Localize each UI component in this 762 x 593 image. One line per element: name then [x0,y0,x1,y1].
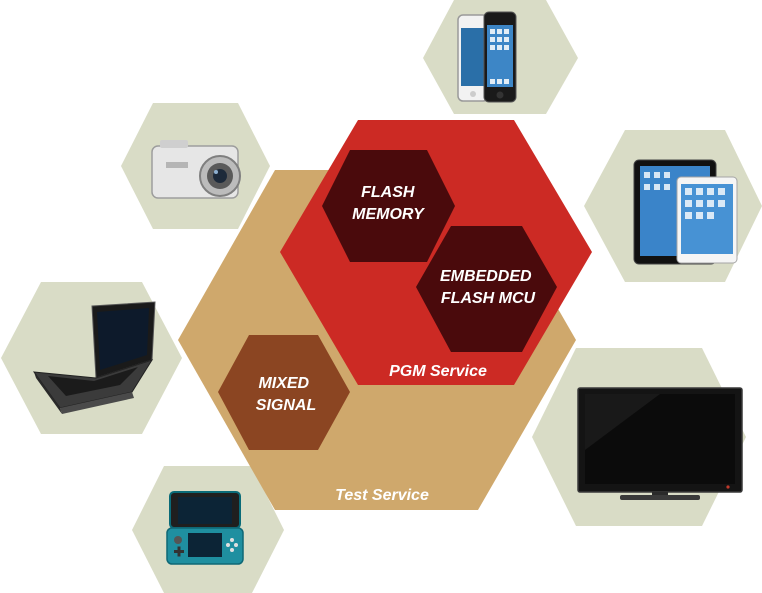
test-service-label: Test Service [335,487,429,504]
embedded-flash-mcu-hex [416,226,557,352]
camera-icon [151,140,241,199]
mixed-signal-hex [218,335,350,450]
tv-icon [577,387,743,500]
pgm-service-label: PGM Service [389,363,487,380]
flash-memory-hex [322,150,455,262]
embedded-flash-mcu-label: EMBEDDED FLASH MCU [440,268,536,307]
smartphone-icon [457,11,517,103]
game-console-icon [166,491,244,565]
laptop-icon [32,301,156,414]
flash-memory-label: FLASH MEMORY [352,184,425,223]
tablet-icon [633,159,738,265]
mixed-signal-label: MIXED SIGNAL [256,375,316,414]
